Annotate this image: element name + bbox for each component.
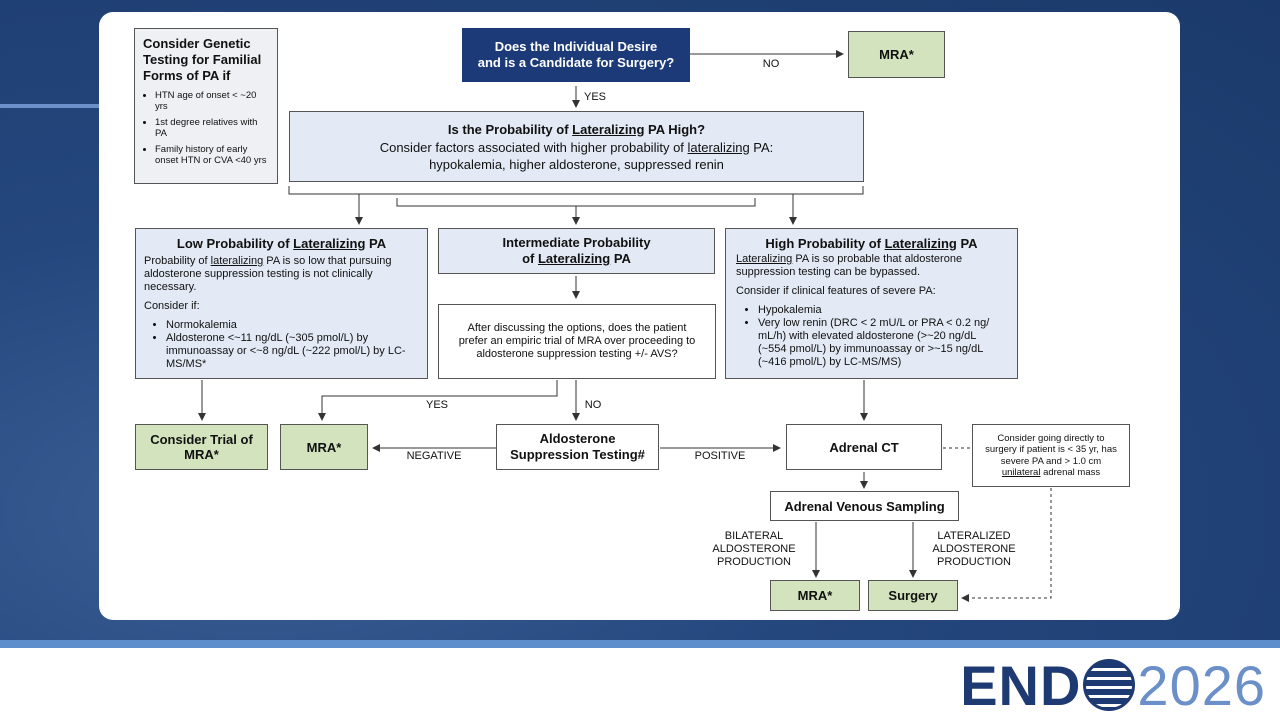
genetic-testing-box: Consider Genetic Testing for Familial Fo… bbox=[134, 28, 278, 184]
intermediate-line2-u: Lateralizing bbox=[537, 251, 611, 266]
probability-line2: Consider factors associated with higher … bbox=[380, 139, 774, 156]
probability-title-pre: Is the Probability of bbox=[447, 121, 573, 137]
low-probability-box: Low Probability of Lateralizing PA Proba… bbox=[135, 228, 428, 379]
high-title-post: PA bbox=[956, 236, 978, 251]
high-title-u: Lateralizing bbox=[884, 236, 957, 251]
high-probability-box: High Probability of Lateralizing PA Late… bbox=[725, 228, 1018, 379]
probability-title-u: Lateralizing bbox=[572, 121, 645, 137]
low-desc-post: PA is so low that pursuing aldosterone s… bbox=[144, 255, 392, 293]
suppression-line1: Aldosterone bbox=[539, 431, 616, 446]
genetic-item: HTN age of onset < ~20 yrs bbox=[155, 90, 271, 112]
endo-logo: END 2026 bbox=[960, 653, 1266, 717]
probability-title: Is the Probability of Lateralizing PA Hi… bbox=[448, 121, 705, 139]
low-title: Low Probability of Lateralizing PA bbox=[144, 236, 419, 251]
lateralized-line: PRODUCTION bbox=[937, 556, 1011, 568]
negative-label: NEGATIVE bbox=[406, 450, 462, 462]
empiric-trial-question: After discussing the options, does the p… bbox=[438, 304, 716, 379]
high-desc-u: Lateralizing bbox=[736, 253, 793, 265]
intermediate-line2-pre: of bbox=[522, 251, 538, 266]
surgery-q-line2: and is a Candidate for Surgery? bbox=[477, 55, 675, 70]
high-title: High Probability of Lateralizing PA bbox=[736, 236, 1007, 251]
footer-accent-bar bbox=[0, 640, 1280, 648]
surgery-q-line1: Does the Individual Desire bbox=[494, 39, 658, 54]
lateralized-line: ALDOSTERONE bbox=[932, 543, 1016, 555]
surgery-box: Surgery bbox=[868, 580, 958, 611]
adrenal-venous-sampling-box: Adrenal Venous Sampling bbox=[770, 491, 959, 521]
intermediate-line1: Intermediate Probability bbox=[502, 235, 651, 250]
intermediate-probability-box: Intermediate Probability of Lateralizing… bbox=[438, 228, 715, 274]
intermediate-line2-post: PA bbox=[610, 251, 631, 266]
direct-surgery-text: Consider going directly to surgery if pa… bbox=[981, 433, 1121, 479]
genetic-item: 1st degree relatives with PA bbox=[155, 117, 271, 139]
high-desc-post: PA is so probable that aldosterone suppr… bbox=[736, 253, 963, 278]
lateralized-label: LATERALIZED ALDOSTERONE PRODUCTION bbox=[924, 530, 1024, 569]
yes-label: YES bbox=[425, 399, 448, 411]
low-desc: Probability of lateralizing PA is so low… bbox=[144, 255, 419, 294]
accent-line bbox=[0, 104, 115, 108]
globe-icon bbox=[1083, 659, 1136, 711]
flowchart-connectors bbox=[198, 50, 1052, 602]
no-label: NO bbox=[762, 58, 780, 70]
low-consider: Consider if: bbox=[144, 300, 200, 312]
positive-label: POSITIVE bbox=[694, 450, 746, 462]
high-consider: Consider if clinical features of severe … bbox=[736, 285, 936, 297]
consider-trial-mra-box: Consider Trial of MRA* bbox=[135, 424, 268, 470]
low-title-post: PA bbox=[365, 236, 387, 251]
probability-title-post: PA High? bbox=[644, 121, 706, 137]
high-title-pre: High Probability of bbox=[765, 236, 885, 251]
logo-year: 2026 bbox=[1137, 653, 1266, 717]
bilateral-line: ALDOSTERONE bbox=[712, 543, 796, 555]
probability-box: Is the Probability of Lateralizing PA Hi… bbox=[289, 111, 864, 182]
bilateral-line: PRODUCTION bbox=[717, 556, 791, 568]
genetic-testing-title: Consider Genetic Testing for Familial Fo… bbox=[143, 36, 262, 83]
direct-surgery-post: adrenal mass bbox=[1040, 467, 1101, 478]
low-item: Normokalemia bbox=[166, 319, 419, 332]
genetic-item: Family history of early onset HTN or CVA… bbox=[155, 144, 271, 166]
mra-box-bottom: MRA* bbox=[770, 580, 860, 611]
probability-line2-u: lateralizing bbox=[687, 139, 750, 155]
probability-line3: hypokalemia, higher aldosterone, suppres… bbox=[429, 156, 724, 172]
bilateral-label: BILATERAL ALDOSTERONE PRODUCTION bbox=[704, 530, 804, 569]
adrenal-ct-box: Adrenal CT bbox=[786, 424, 942, 470]
probability-line2-pre: Consider factors associated with higher … bbox=[379, 139, 688, 155]
high-item: Hypokalemia bbox=[758, 304, 1007, 317]
high-item: Very low renin (DRC < 2 mU/L or PRA < 0.… bbox=[758, 317, 1007, 369]
low-title-u: Lateralizing bbox=[293, 236, 366, 251]
no-label: NO bbox=[584, 399, 602, 411]
low-item: Aldosterone <~11 ng/dL (~305 pmol/L) by … bbox=[166, 332, 419, 371]
logo-brand: END bbox=[960, 653, 1082, 717]
high-desc: Lateralizing PA is so probable that aldo… bbox=[736, 253, 1007, 279]
surgery-candidate-box: Does the Individual Desire and is a Cand… bbox=[462, 28, 690, 82]
bilateral-line: BILATERAL bbox=[724, 530, 784, 542]
low-desc-pre: Probability of bbox=[144, 255, 211, 267]
direct-surgery-pre: Consider going directly to surgery if pa… bbox=[985, 432, 1117, 467]
mra-box-top: MRA* bbox=[848, 31, 945, 78]
probability-line2-post: PA: bbox=[749, 139, 774, 155]
low-desc-u: lateralizing bbox=[210, 255, 264, 267]
footer bbox=[0, 640, 1280, 720]
lateralized-line: LATERALIZED bbox=[937, 530, 1011, 542]
low-title-pre: Low Probability of bbox=[176, 236, 294, 251]
yes-label: YES bbox=[583, 91, 606, 103]
direct-surgery-note: Consider going directly to surgery if pa… bbox=[972, 424, 1130, 487]
aldosterone-suppression-box: Aldosterone Suppression Testing# bbox=[496, 424, 659, 470]
direct-surgery-u: unilateral bbox=[1001, 467, 1041, 478]
intermediate-line2: of Lateralizing PA bbox=[522, 251, 631, 267]
mra-box-middle: MRA* bbox=[280, 424, 368, 470]
suppression-line2: Suppression Testing# bbox=[510, 447, 645, 462]
